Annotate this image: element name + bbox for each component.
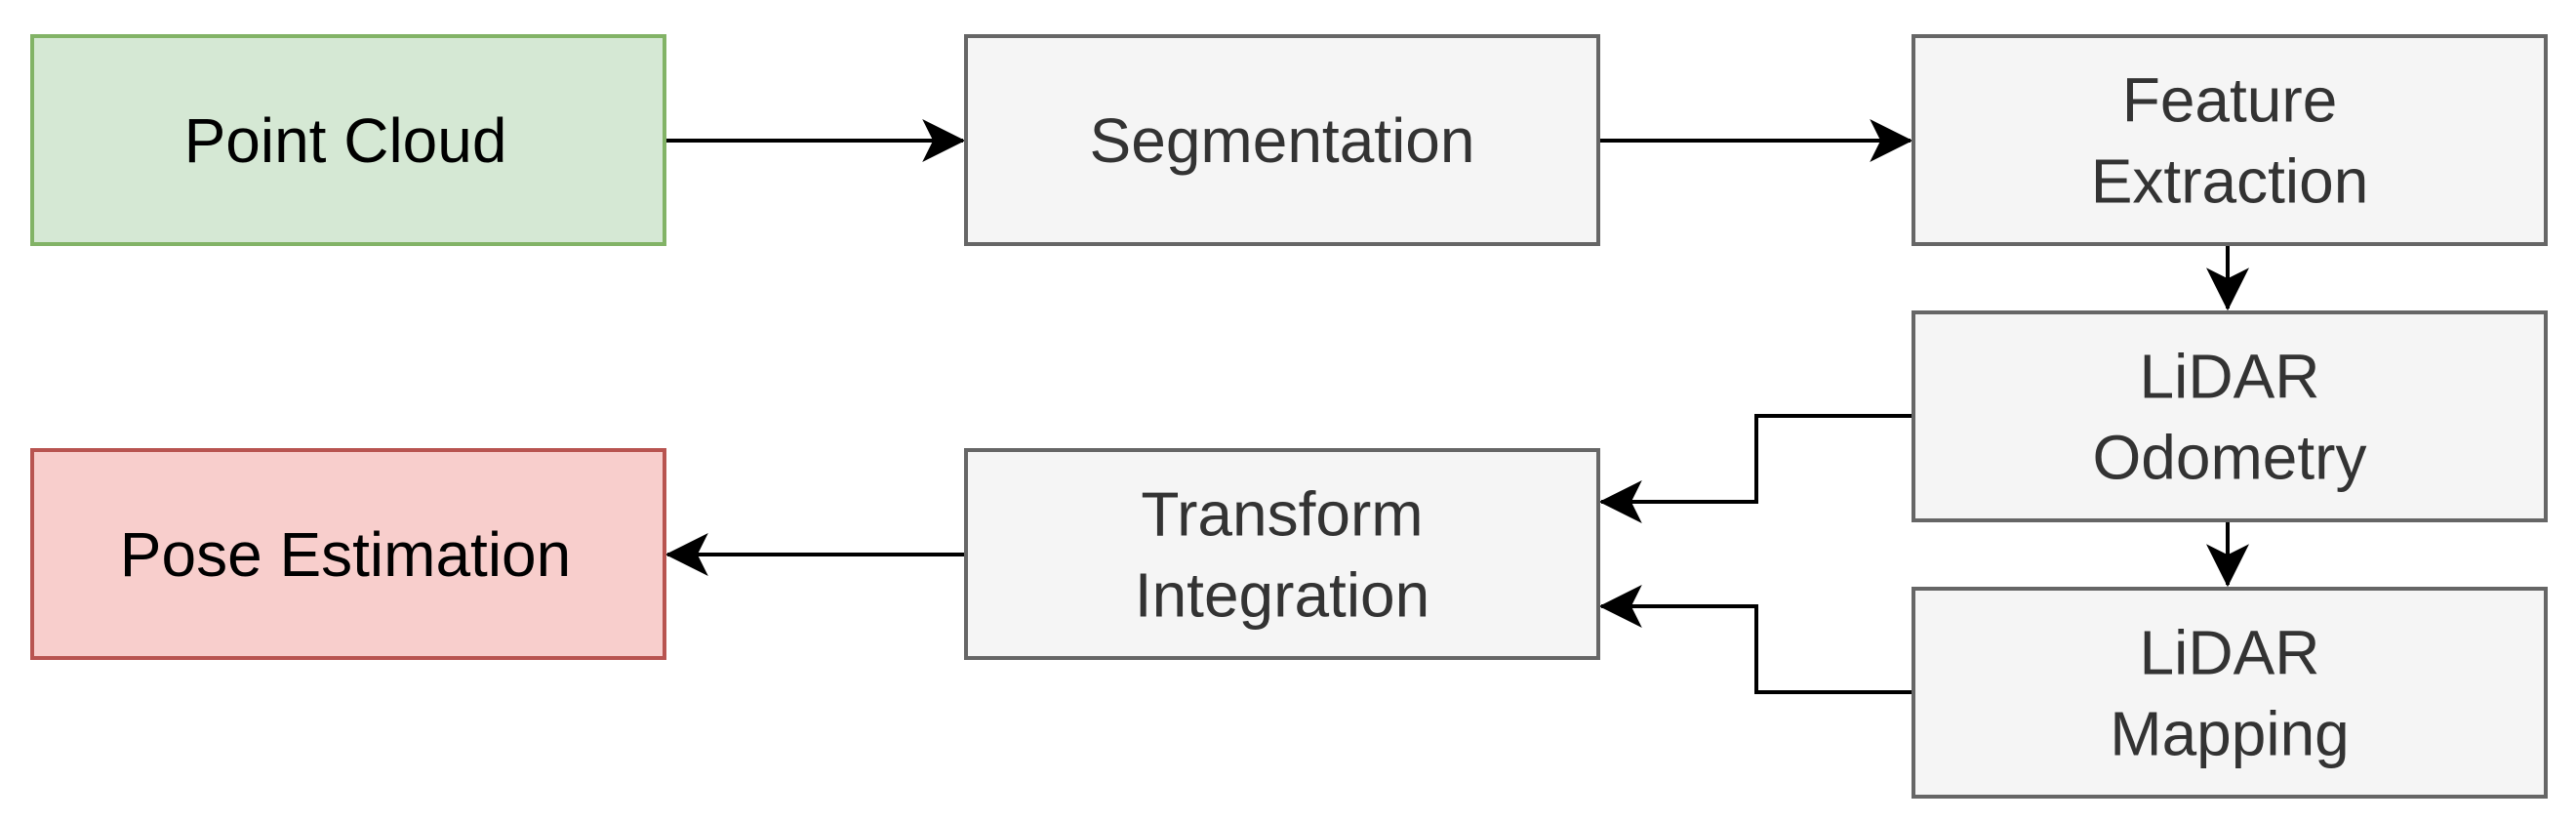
node-label-line: Transform	[1141, 479, 1423, 550]
node-label-line: Mapping	[2110, 699, 2350, 769]
node-segmentation: Segmentation	[964, 34, 1600, 246]
node-label: LiDAR Odometry	[2093, 342, 2367, 493]
node-label-line: Feature	[2122, 65, 2338, 136]
node-label-line: LiDAR	[2140, 342, 2320, 412]
node-label-line: Segmentation	[1090, 105, 1475, 176]
node-label: Pose Estimation	[120, 519, 571, 590]
edge-lidar-mapping-to-transform-integration	[1598, 585, 1913, 694]
node-pose-estimation: Pose Estimation	[30, 448, 666, 660]
node-point-cloud: Point Cloud	[30, 34, 666, 246]
node-label-line: Extraction	[2091, 146, 2369, 217]
edge-lidar-odometry-to-transform-integration	[1598, 414, 1913, 523]
node-label: Segmentation	[1090, 105, 1475, 176]
node-label-line: Point Cloud	[184, 105, 507, 176]
node-lidar-odometry: LiDAR Odometry	[1912, 310, 2548, 522]
node-lidar-mapping: LiDAR Mapping	[1912, 587, 2548, 799]
node-label: LiDAR Mapping	[2110, 618, 2350, 769]
edges	[664, 119, 2249, 694]
node-label-line: Pose Estimation	[120, 519, 571, 590]
node-label: Point Cloud	[184, 105, 507, 176]
node-label-line: LiDAR	[2140, 618, 2320, 688]
node-label-line: Odometry	[2093, 423, 2367, 493]
node-label-line: Integration	[1135, 560, 1429, 631]
